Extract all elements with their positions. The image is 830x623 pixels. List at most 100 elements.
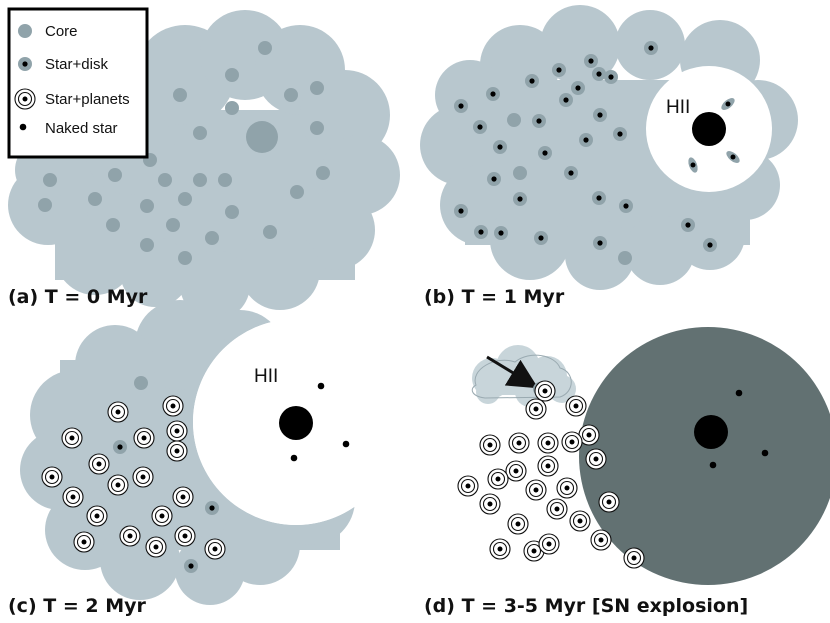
- planet-orbit: [76, 534, 92, 550]
- star-dot: [586, 432, 592, 438]
- planet-orbit: [526, 543, 542, 559]
- star-dot: [564, 485, 570, 491]
- core-icon: [88, 192, 102, 206]
- core-icon: [225, 101, 239, 115]
- core-icon: [263, 225, 277, 239]
- planet-orbit: [148, 539, 164, 555]
- star-dot: [515, 521, 521, 527]
- core-icon: [18, 24, 32, 38]
- planet-orbit: [540, 458, 556, 474]
- core-icon: [140, 238, 154, 252]
- star-dot: [115, 482, 121, 488]
- star-dot: [685, 222, 691, 228]
- cloud-lobe: [180, 250, 250, 320]
- panel-d: (d) T = 3-5 Myr [SN explosion]: [424, 327, 830, 617]
- planet-orbit: [91, 456, 107, 472]
- panel-c-label: (c) T = 2 Myr: [8, 595, 146, 617]
- cloud-lobe: [476, 380, 500, 404]
- core-icon: [38, 198, 52, 212]
- core-icon: [218, 173, 232, 187]
- core-icon: [134, 376, 148, 390]
- star-dot: [608, 74, 614, 80]
- planet-orbit: [511, 435, 527, 451]
- star-dot: [159, 513, 165, 519]
- star-dot: [22, 96, 28, 102]
- core-icon: [158, 173, 172, 187]
- star-dot: [554, 506, 560, 512]
- star-dot: [577, 518, 583, 524]
- star-dot: [730, 154, 736, 160]
- star-dot: [117, 444, 123, 450]
- objects-c: [41, 376, 350, 573]
- cloud-lobe: [295, 190, 375, 270]
- planet-orbit: [601, 494, 617, 510]
- star-dot: [531, 548, 537, 554]
- cloud-lobe: [548, 375, 576, 403]
- objects-d: [457, 380, 769, 569]
- panel-d-label: (d) T = 3-5 Myr [SN explosion]: [424, 595, 748, 617]
- core-icon: [140, 199, 154, 213]
- star-dot: [597, 112, 603, 118]
- star-dot: [533, 487, 539, 493]
- star-dot: [497, 546, 503, 552]
- star-dot: [568, 170, 574, 176]
- planet-orbit: [207, 541, 223, 557]
- planet-orbit: [549, 501, 565, 517]
- massive-star-b: [692, 112, 726, 146]
- naked-star-icon: [709, 461, 717, 469]
- star-dot: [487, 501, 493, 507]
- cloud-lobe: [75, 325, 155, 405]
- panel-a: (a) T = 0 Myr: [8, 10, 400, 320]
- legend: Core Star+disk Star+planets Naked star: [7, 7, 149, 159]
- star-dot: [542, 150, 548, 156]
- star-dot: [115, 409, 121, 415]
- star-dot: [140, 474, 146, 480]
- core-icon: [290, 185, 304, 199]
- star-dot: [497, 144, 503, 150]
- massive-star-d: [694, 415, 728, 449]
- planet-orbit: [588, 451, 604, 467]
- legend-star-disk-label: Star+disk: [45, 56, 108, 73]
- core-icon: [316, 166, 330, 180]
- planet-orbit: [537, 383, 553, 399]
- star-dot: [141, 435, 147, 441]
- star-dot: [70, 494, 76, 500]
- star-dot: [458, 208, 464, 214]
- star-dot: [593, 456, 599, 462]
- planet-orbit: [169, 423, 185, 439]
- star-dot: [49, 474, 55, 480]
- massive-star-c: [279, 406, 313, 440]
- cloud-lobe: [490, 200, 570, 280]
- planet-orbit: [528, 482, 544, 498]
- cores-a: [38, 41, 330, 265]
- hii-label-b: HII: [666, 97, 690, 118]
- cloud-lobe: [55, 215, 135, 295]
- cloud-lobe: [135, 300, 225, 390]
- planet-orbit: [110, 404, 126, 420]
- planet-orbit: [136, 430, 152, 446]
- planet-orbit: [65, 489, 81, 505]
- cloud-lobe: [675, 200, 745, 270]
- cloud-lobe: [435, 60, 505, 130]
- star-dot: [188, 563, 194, 569]
- planet-orbit: [510, 516, 526, 532]
- star-dot: [583, 137, 589, 143]
- star-dot: [575, 85, 581, 91]
- star-dot: [212, 546, 218, 552]
- star-dot: [516, 440, 522, 446]
- star-dot: [533, 406, 539, 412]
- naked-star-icon: [761, 449, 769, 457]
- star-dot: [478, 229, 484, 235]
- planet-orbit: [540, 435, 556, 451]
- star-dot: [606, 499, 612, 505]
- objects-b: [454, 41, 717, 265]
- core-icon: [258, 41, 272, 55]
- star-dot: [596, 195, 602, 201]
- star-dot: [569, 439, 575, 445]
- star-dot: [545, 440, 551, 446]
- hii-label-c: HII: [254, 366, 278, 387]
- planet-orbit: [110, 477, 126, 493]
- planet-orbit: [559, 480, 575, 496]
- core-icon: [225, 205, 239, 219]
- legend-naked-star-label: Naked star: [45, 120, 118, 137]
